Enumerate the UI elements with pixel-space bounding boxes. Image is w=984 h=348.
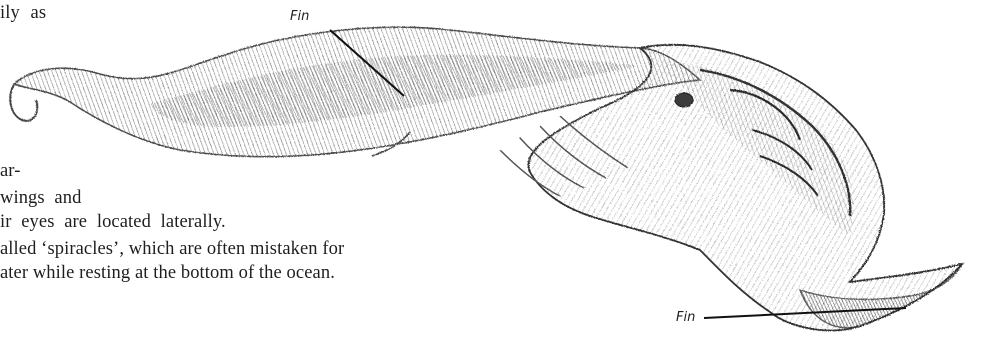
eye: [675, 93, 693, 107]
fin-label-top: Fin: [290, 10, 309, 24]
fin-label-bottom: Fin: [676, 311, 695, 325]
